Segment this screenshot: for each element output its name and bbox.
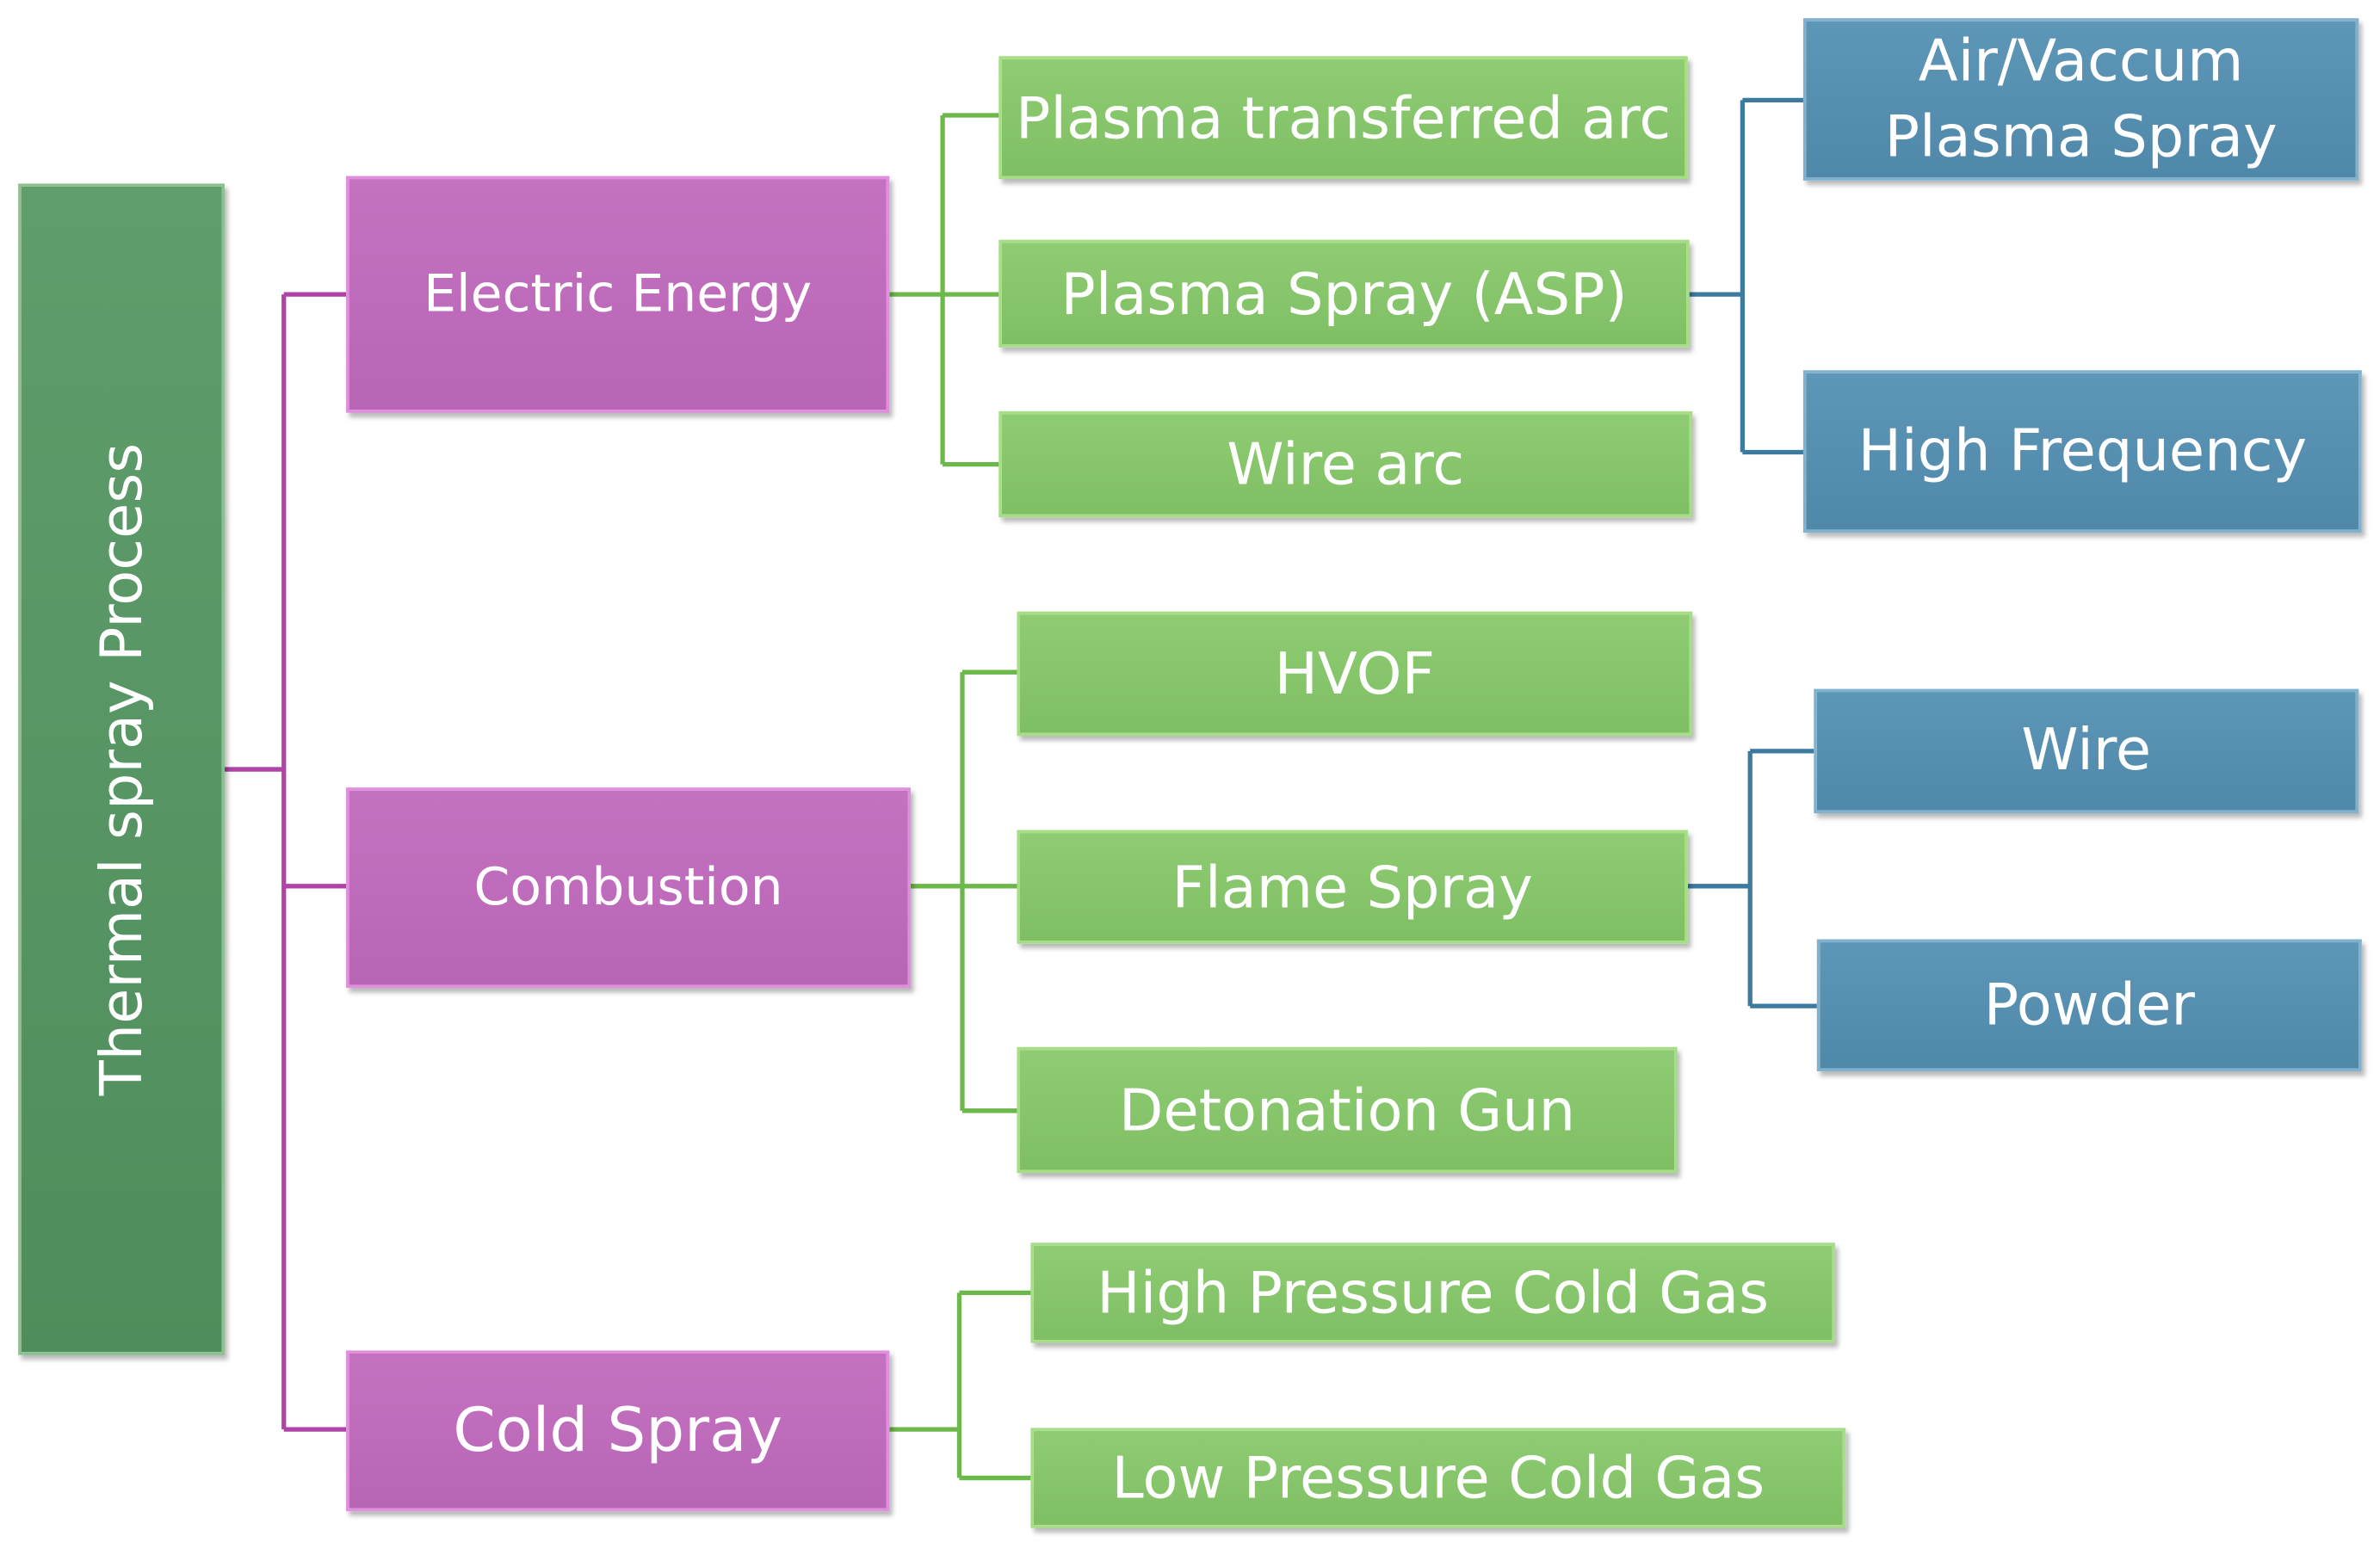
- plasma-spray-connector: [1689, 97, 1803, 455]
- electric-energy-connector: [889, 113, 999, 467]
- method-flame-spray: Flame Spray: [1017, 830, 1688, 944]
- cold-spray-connector: [889, 1290, 1031, 1481]
- method-hvof: HVOF: [1017, 611, 1693, 737]
- variant-air-vaccum-plasma-spray: Air/Vaccum Plasma Spray: [1802, 18, 2359, 181]
- variant-wire: Wire: [1814, 688, 2359, 814]
- method-plasma-spray-asp: Plasma Spray (ASP): [998, 239, 1690, 348]
- method-plasma-transferred-arc: Plasma transferred arc: [998, 56, 1688, 180]
- method-high-pressure-cold-gas: High Pressure Cold Gas: [1030, 1243, 1835, 1343]
- root-label: Thermal spray Process: [88, 442, 155, 1096]
- category-cold-spray: Cold Spray: [346, 1350, 890, 1512]
- combustion-connector: [911, 669, 1017, 1113]
- root-connector: [224, 292, 347, 1432]
- method-wire-arc: Wire arc: [998, 410, 1693, 518]
- method-low-pressure-cold-gas: Low Pressure Cold Gas: [1030, 1428, 1846, 1528]
- category-electric-energy: Electric Energy: [346, 176, 890, 413]
- method-detonation-gun: Detonation Gun: [1017, 1046, 1678, 1174]
- variant-high-frequency: High Frequency: [1802, 370, 2362, 533]
- variant-powder: Powder: [1816, 939, 2362, 1071]
- flame-spray-connector: [1687, 749, 1817, 1008]
- root-node: Thermal spray Process: [18, 183, 225, 1355]
- category-combustion: Combustion: [346, 787, 912, 988]
